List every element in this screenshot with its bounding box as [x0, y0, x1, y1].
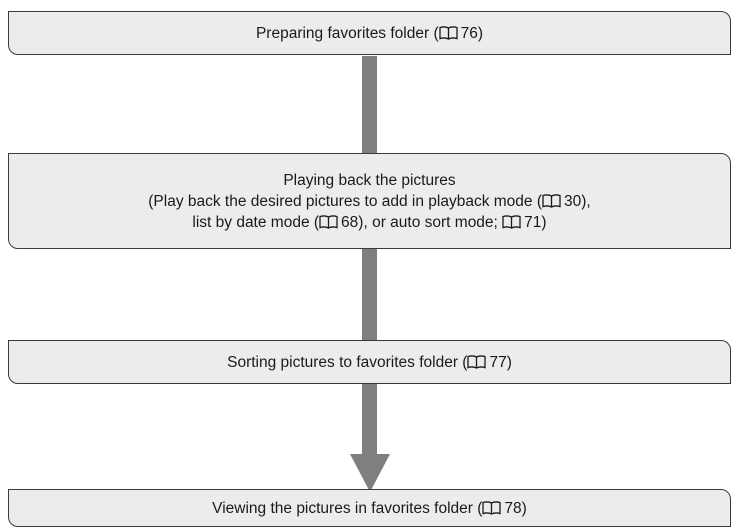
step-text-sort: Sorting pictures to favorites folder (77… [227, 353, 512, 371]
step-line-playback-title: Playing back the pictures [283, 171, 456, 189]
step-text-view: Viewing the pictures in favorites folder… [212, 499, 527, 517]
book-icon [502, 214, 521, 229]
step-line-playback-detail: (Play back the desired pictures to add i… [148, 192, 591, 210]
flow-connector-1 [362, 56, 377, 154]
step-box-playback: Playing back the pictures (Play back the… [8, 153, 731, 249]
step-box-prepare: Preparing favorites folder (76) [8, 11, 731, 55]
step-text-prepare: Preparing favorites folder (76) [255, 24, 484, 42]
step-box-sort: Sorting pictures to favorites folder (77… [8, 340, 731, 384]
book-icon [438, 25, 458, 40]
book-icon [467, 354, 487, 369]
step-box-view: Viewing the pictures in favorites folder… [8, 489, 731, 527]
flow-arrow-head [350, 454, 390, 492]
book-icon [542, 193, 561, 208]
step-line-playback-modes: list by date mode (68), or auto sort mod… [192, 213, 547, 231]
book-icon [319, 214, 338, 229]
book-icon [482, 500, 502, 515]
flow-connector-2 [362, 249, 377, 341]
flow-connector-3 [362, 383, 377, 456]
